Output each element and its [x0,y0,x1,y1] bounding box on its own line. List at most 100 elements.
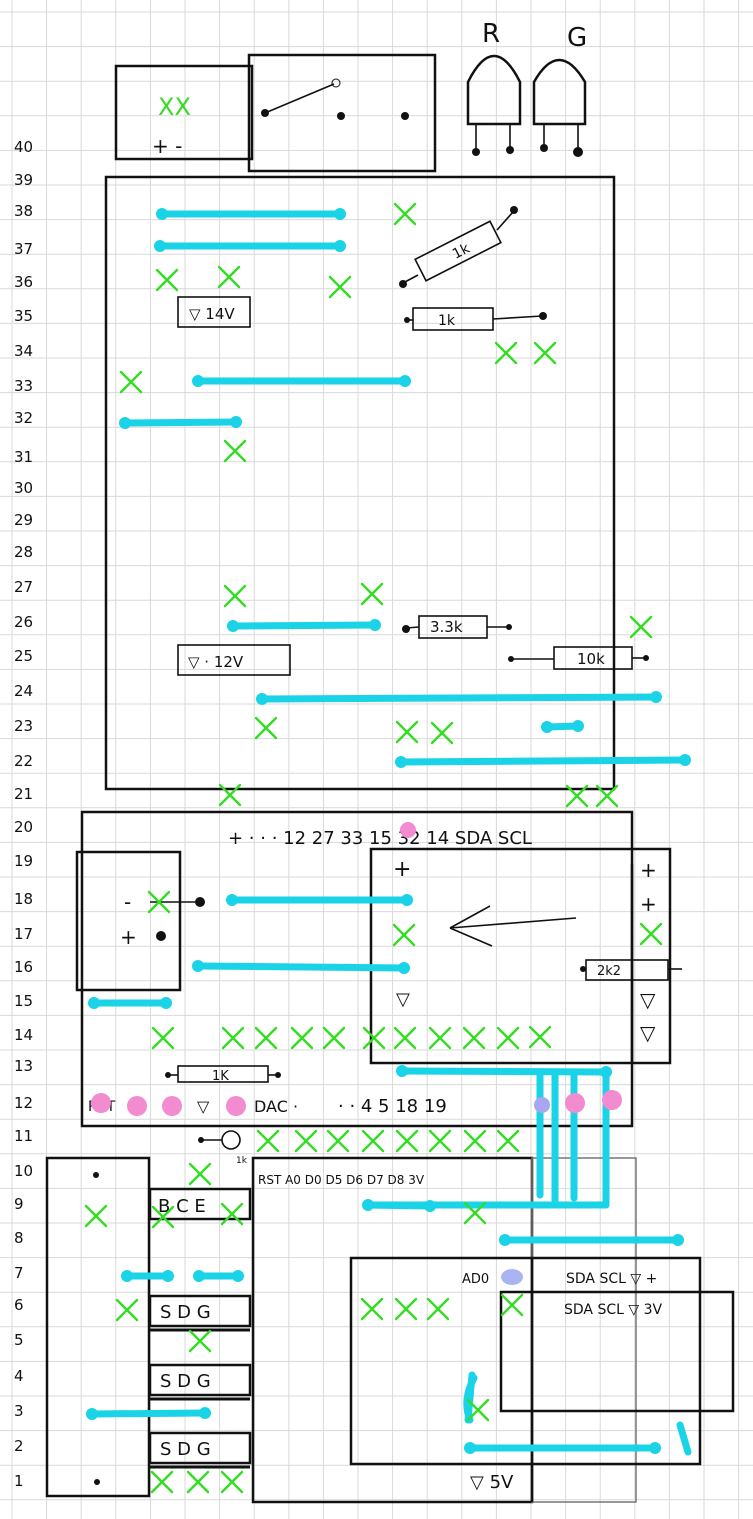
x-mark [533,341,557,365]
x-mark [500,1293,524,1317]
row-number: 27 [14,578,33,596]
row-number: 24 [14,682,33,700]
mosfet-sdg-label: S D G [160,1302,211,1323]
row-number: 8 [14,1229,24,1247]
row-number: 13 [14,1057,33,1075]
x-mark [360,582,384,606]
x-mark [466,1398,490,1422]
module-plus: + [393,857,411,882]
pink-pad [91,1093,111,1113]
x-mark [639,922,663,946]
psu-minus-label: - [124,890,131,914]
x-mark [629,615,653,639]
row-number: 14 [14,1026,33,1044]
right-col-1: + [640,858,657,882]
sensor-board-a [349,1256,702,1466]
row-number-column: 4039383736353433323130292827262524232221… [14,138,33,1490]
x-mark [426,1297,450,1321]
row-number: 25 [14,647,33,665]
x-mark [256,1129,280,1153]
pink-pad [226,1096,246,1116]
led-green [532,58,587,126]
x-mark [328,275,352,299]
row-number: 12 [14,1094,33,1112]
row-number: 35 [14,307,33,325]
x-mark [428,1129,452,1153]
diode-12v-label: ▽ · 12V [188,653,244,671]
res-1k-b-label: 1k [438,313,456,329]
jumper-wires [86,208,692,1456]
row-number: 26 [14,613,33,631]
switch-lever [264,83,335,114]
x-mark [151,1205,175,1229]
x-mark [221,1026,245,1050]
x-mark [392,923,416,947]
x-mark [188,1162,212,1186]
x-mark [462,1026,486,1050]
power-terminal [114,64,254,161]
x-mark [217,265,241,289]
row-number: 11 [14,1127,33,1145]
row-number: 31 [14,448,33,466]
level-shifter [369,847,672,1065]
x-mark [565,784,589,808]
x-mark [290,1026,314,1050]
x-mark [395,1129,419,1153]
esp-gnd-label: ▽ [197,1097,210,1116]
x-mark [220,1470,244,1494]
led-red [466,54,522,126]
sensor-a-pins: SDA SCL ▽ + [566,1271,657,1287]
direction-arrow [449,905,577,947]
row-number: 19 [14,852,33,870]
res-1k-c-label: 1K [212,1069,229,1084]
res-10k-label: 10k [577,650,605,668]
psu-module [75,850,182,992]
purple-pad [534,1097,550,1113]
right-col-2: + [640,892,657,916]
row-number: 40 [14,138,33,156]
mosfet [148,1363,252,1397]
x-mark [223,584,247,608]
transistor-bce [148,1187,252,1221]
sensor-board-b [499,1290,735,1413]
row-number: 5 [14,1331,24,1349]
resistor-1k-a: 1k [414,220,502,282]
row-number: 7 [14,1264,24,1282]
row-number: 1 [14,1472,24,1490]
row-number: 22 [14,752,33,770]
upper-board [104,175,616,791]
x-mark [188,1329,212,1353]
row-number: 28 [14,543,33,561]
x-mark [220,1202,244,1226]
x-mark [119,370,143,394]
esp-gpio-label: · · 4 5 18 19 [338,1096,447,1117]
svg-text:1k: 1k [450,240,473,262]
ad0-pad [501,1269,523,1285]
right-col-4: ▽ [640,1021,656,1045]
row-number: 4 [14,1367,24,1385]
pink-pad [602,1090,622,1110]
mosfet [148,1431,252,1465]
green-x-marks [84,202,663,1494]
row-number: 2 [14,1437,24,1455]
x-mark [496,1026,520,1050]
x-mark [218,783,242,807]
x-mark [151,1026,175,1050]
res-2k2-label: 2k2 [597,964,621,979]
lcd-header: RST A0 D0 D5 D6 D7 D8 3V [258,1173,425,1187]
row-number: 20 [14,818,33,836]
led-label-green: G [567,23,587,53]
x-mark [395,720,419,744]
diode-14v [177,296,251,328]
pink-pads [91,822,622,1116]
switch-pin [401,112,409,120]
row-number: 29 [14,511,33,529]
pink-pad [127,1096,147,1116]
x-mark [362,1026,386,1050]
row-number: 39 [14,171,33,189]
x-mark [394,1297,418,1321]
x-mark [361,1129,385,1153]
x-mark [595,784,619,808]
row-number: 34 [14,342,33,360]
x-mark [360,1297,384,1321]
